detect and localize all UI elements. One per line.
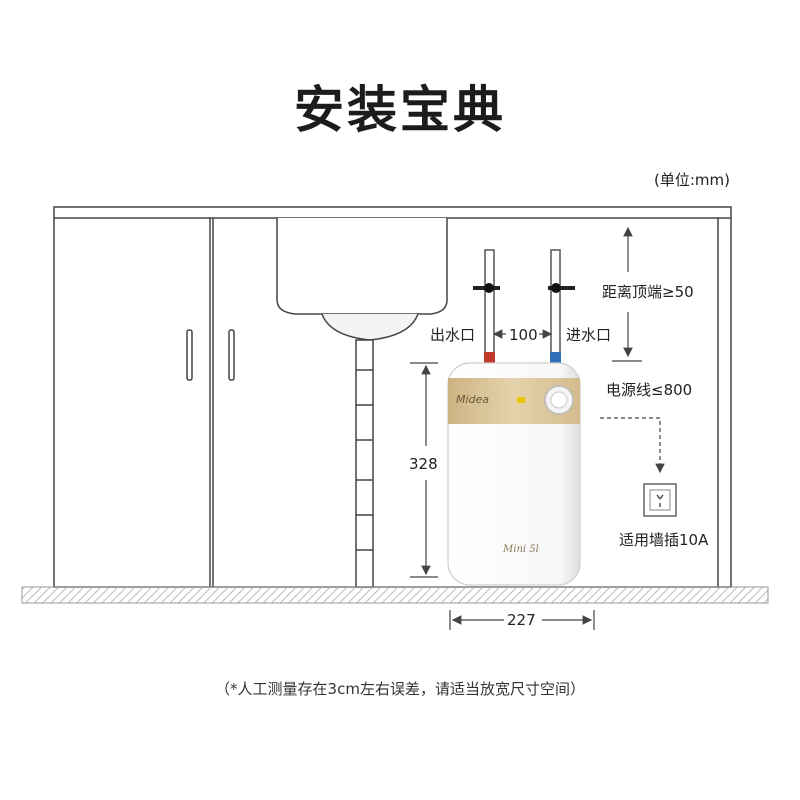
- unit-label: (单位:mm): [654, 171, 730, 189]
- outlet-valve-knob: [484, 283, 494, 293]
- outlet-label: 出水口: [430, 326, 476, 344]
- indicator-light: [517, 397, 525, 403]
- power-cord-route: [600, 417, 665, 474]
- sink-basin: [276, 218, 448, 341]
- inlet-pipe: [550, 249, 561, 356]
- floor: [21, 586, 769, 604]
- power-cord-label: 电源线≤800: [606, 381, 693, 399]
- height-dimension: [410, 362, 438, 578]
- measurement-note: （*人工测量存在3cm左右误差，请适当放宽尺寸空间）: [215, 680, 585, 698]
- door-handle-left: [186, 329, 193, 381]
- inlet-valve-knob: [551, 283, 561, 293]
- top-clearance-dimension: [612, 226, 642, 362]
- page-title: 安装宝典: [294, 81, 506, 139]
- water-heater: [447, 362, 581, 586]
- width-dimension: [449, 610, 595, 630]
- outlet-pipe: [484, 249, 495, 356]
- socket-icon: [643, 483, 677, 517]
- door-handle-right: [228, 329, 235, 381]
- drain-pipe: [355, 339, 374, 588]
- outlet-cap-red: [484, 352, 495, 364]
- pipe-spacing-label: 100: [509, 326, 538, 344]
- height-label: 328: [409, 455, 438, 473]
- socket-label: 适用墙插10A: [619, 531, 709, 549]
- top-clearance-label: 距离顶端≥50: [602, 283, 694, 301]
- inlet-cap-blue: [550, 352, 561, 364]
- width-label: 227: [507, 611, 536, 629]
- brand-logo: Midea: [456, 393, 490, 406]
- model-label: Mini 5l: [503, 544, 539, 555]
- inlet-label: 进水口: [566, 326, 612, 344]
